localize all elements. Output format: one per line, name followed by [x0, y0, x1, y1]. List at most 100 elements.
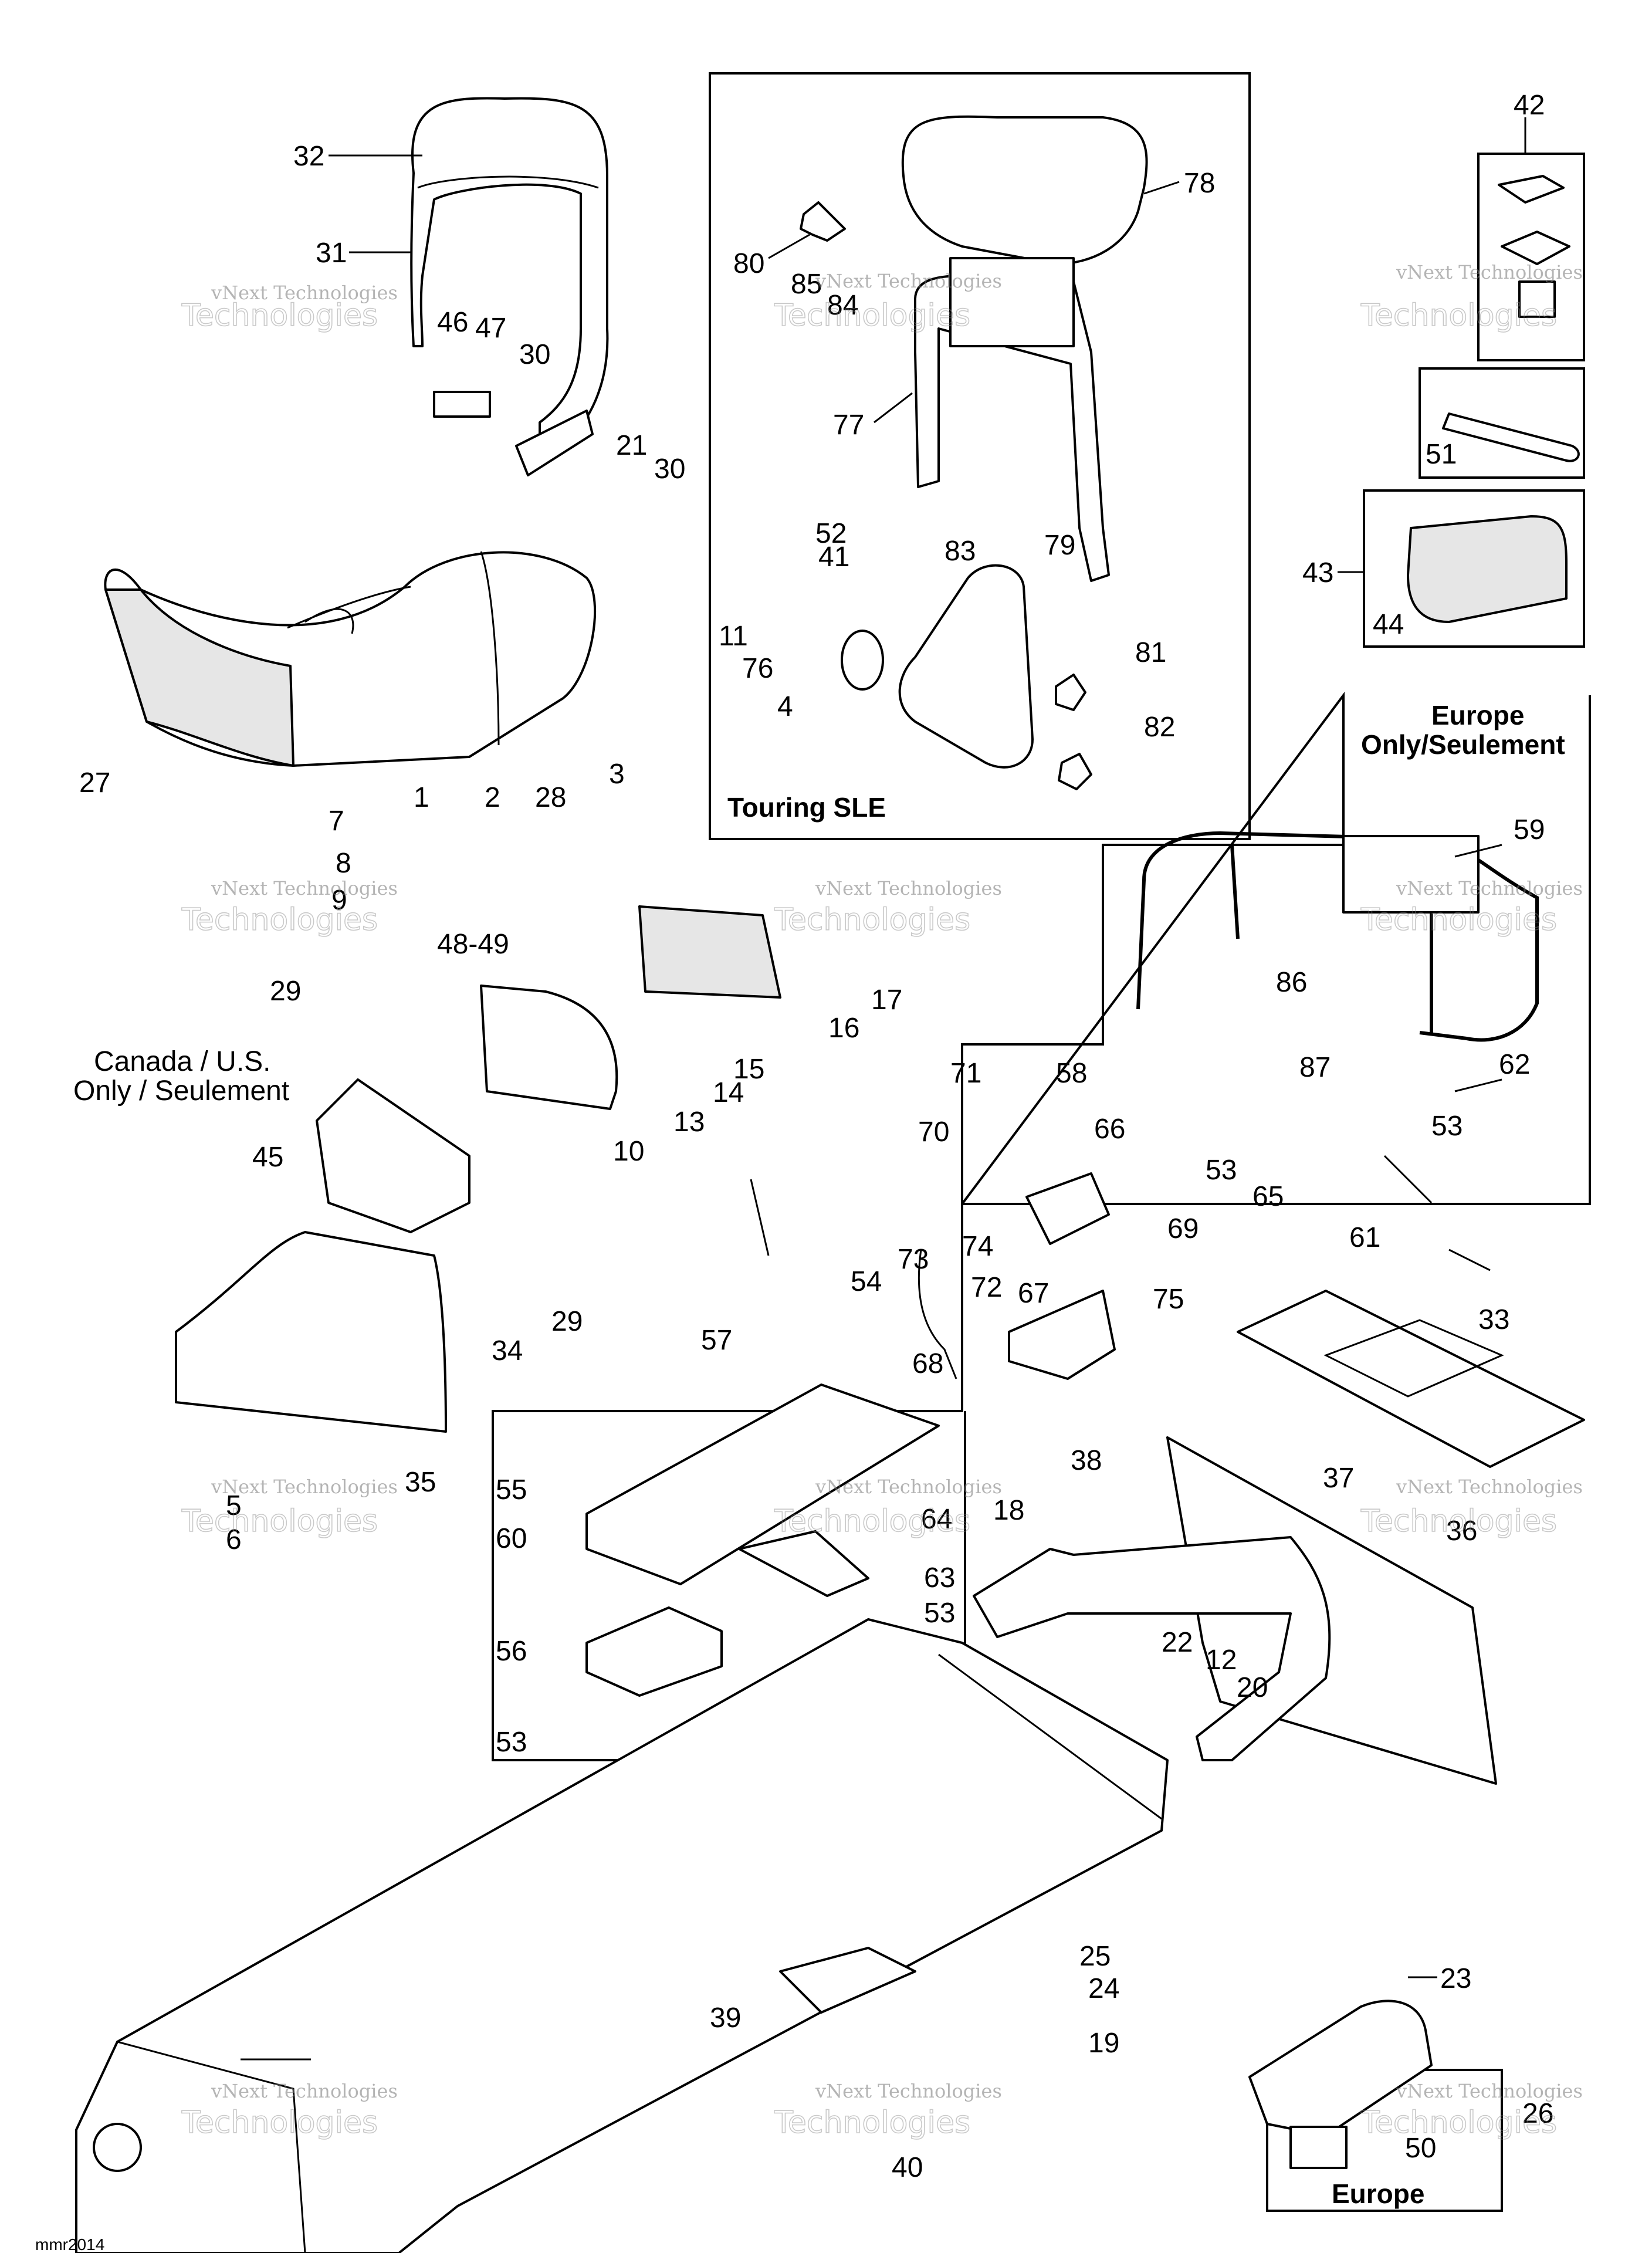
- watermark-outline: Technologies: [181, 2105, 378, 2140]
- backrest-cover: [410, 97, 609, 465]
- tunnel-edge: [117, 1653, 1162, 2253]
- callout-41: 41: [818, 542, 849, 573]
- callout-3: 3: [609, 759, 625, 790]
- side-kits: [1407, 175, 1580, 623]
- callout-14: 14: [713, 1077, 744, 1108]
- watermark-outline: Technologies: [181, 298, 378, 333]
- callout-73: 73: [898, 1244, 929, 1275]
- bracket-63: [738, 1530, 869, 1597]
- callout-17: 17: [871, 985, 902, 1016]
- callout-66: 66: [1094, 1114, 1125, 1145]
- callouts: 32 31 46 47 30 21 30 27 1 2 28 3 7 8 9 7…: [79, 90, 1553, 2183]
- callout-33: 33: [1478, 1304, 1509, 1335]
- callout-29: 29: [551, 1306, 583, 1337]
- watermark-outline: Technologies: [181, 902, 378, 938]
- part-50: [1289, 2126, 1348, 2169]
- tail-light-housing-48: [480, 985, 618, 1110]
- watermark-line: vNext Technologies: [211, 877, 398, 899]
- callout-60: 60: [496, 1523, 527, 1554]
- callout-30: 30: [654, 454, 685, 485]
- callout-1: 1: [414, 782, 429, 813]
- callout-81: 81: [1135, 637, 1166, 668]
- europe-label-top: Europe: [1431, 700, 1524, 730]
- cover-23: [1248, 2000, 1433, 2137]
- callout-51: 51: [1426, 439, 1457, 470]
- callout-15: 15: [733, 1054, 764, 1085]
- callout-16: 16: [828, 1013, 859, 1044]
- watermarks: vNext Technologies Technologies vNext Te…: [181, 261, 1583, 2141]
- callout-65: 65: [1252, 1181, 1284, 1212]
- callout-42: 42: [1514, 90, 1545, 121]
- watermark-outline: Technologies: [774, 1504, 970, 1539]
- backrest-assembly: [410, 97, 609, 476]
- watermark-line: vNext Technologies: [1396, 1476, 1583, 1498]
- seat-strap: [480, 551, 500, 746]
- touring-star-knob-82: [1058, 753, 1092, 790]
- callout-53: 53: [924, 1598, 955, 1629]
- callout-68: 68: [912, 1348, 943, 1379]
- callout-26: 26: [1522, 2098, 1553, 2129]
- touring-knob: [841, 630, 884, 691]
- callout-36: 36: [1446, 1515, 1477, 1547]
- watermark-outline: Technologies: [774, 902, 970, 938]
- watermark-outline: Technologies: [774, 2105, 970, 2140]
- callout-45: 45: [252, 1142, 283, 1173]
- part-43-bag: [1407, 515, 1568, 623]
- callout-72: 72: [971, 1272, 1002, 1303]
- hitch-58: [1025, 1172, 1110, 1245]
- callout-78: 78: [1184, 168, 1215, 199]
- callout-24: 24: [1088, 1973, 1119, 2004]
- rack-bolts: [1383, 1078, 1502, 1204]
- callout-32: 32: [293, 141, 324, 172]
- backrest-bracket: [515, 410, 594, 476]
- callout-74: 74: [962, 1231, 993, 1262]
- plate-56: [585, 1606, 723, 1697]
- tunnel-hole: [93, 2123, 142, 2172]
- callout-18: 18: [993, 1495, 1024, 1526]
- callout-53: 53: [1206, 1155, 1237, 1186]
- region-labels: Touring SLE Europe Only/Seulement Canada…: [73, 700, 1565, 2209]
- bumper-18: [973, 1536, 1331, 1761]
- callout-23: 23: [1440, 1963, 1471, 1994]
- touring-backrest-pad: [901, 115, 1148, 265]
- watermark-line: vNext Technologies: [211, 282, 398, 304]
- callout-63: 63: [924, 1562, 955, 1594]
- tail-light-assembly: [175, 905, 781, 1433]
- seat-cover: [104, 588, 294, 767]
- callout-76: 76: [742, 653, 773, 684]
- europe-label-bottom: Europe: [1332, 2178, 1424, 2209]
- callout-35: 35: [405, 1467, 436, 1498]
- callout-19: 19: [1088, 2028, 1119, 2059]
- seat-top: [287, 586, 411, 634]
- callout-12: 12: [1206, 1645, 1237, 1676]
- callout-9: 9: [331, 885, 347, 916]
- callout-79: 79: [1044, 530, 1075, 561]
- watermark-outline: Technologies: [774, 298, 970, 333]
- callout-70: 70: [918, 1117, 949, 1148]
- callout-25: 25: [1079, 1941, 1111, 1972]
- callout-28: 28: [535, 782, 566, 813]
- callout-77: 77: [833, 410, 864, 441]
- callout-87: 87: [1299, 1052, 1331, 1083]
- callout-82: 82: [1144, 712, 1175, 743]
- hitch-75: [1008, 1290, 1116, 1380]
- bracket-45: [316, 1078, 470, 1233]
- kit-42-post: [1518, 280, 1556, 318]
- canada-us-label: Canada / U.S.: [94, 1046, 271, 1077]
- callout-27: 27: [79, 767, 110, 799]
- touring-side-plate: [898, 564, 1034, 769]
- callout-34: 34: [492, 1335, 523, 1366]
- only-seulement-label-top: Only/Seulement: [1361, 729, 1565, 760]
- callout-57: 57: [701, 1325, 732, 1356]
- watermark-line: vNext Technologies: [815, 270, 1002, 292]
- callout-71: 71: [950, 1058, 981, 1089]
- footer-code: mmr2014: [35, 2235, 104, 2253]
- callout-80: 80: [733, 248, 764, 279]
- callout-69: 69: [1167, 1213, 1199, 1244]
- callout-31: 31: [316, 238, 347, 269]
- callout-20: 20: [1237, 1672, 1268, 1703]
- callout-85: 85: [791, 269, 822, 300]
- callout-67: 67: [1018, 1278, 1049, 1309]
- part-51-wrench: [1442, 412, 1580, 462]
